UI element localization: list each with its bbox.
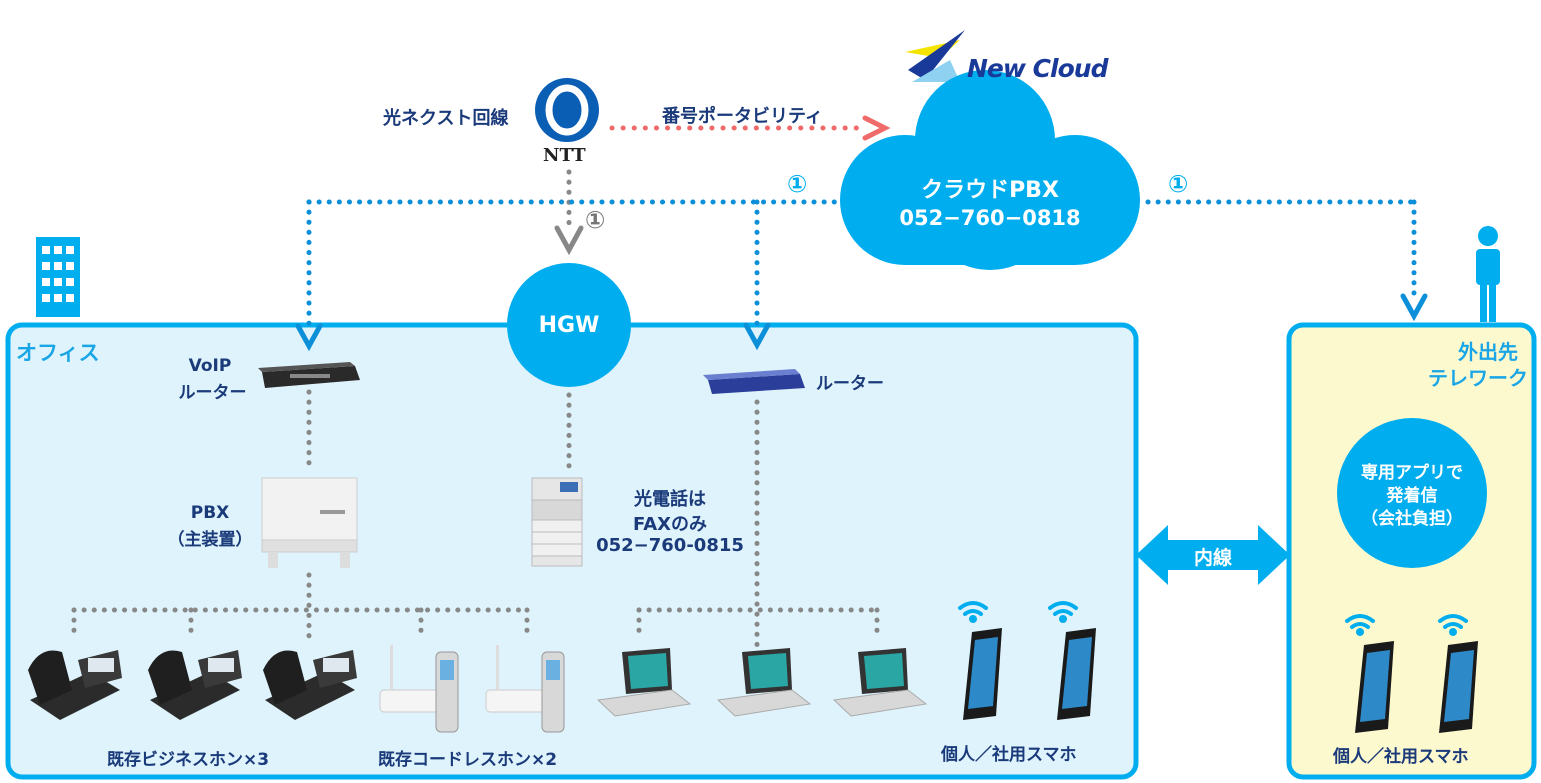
ntt-logo-text: NTT	[543, 145, 586, 166]
router-icon	[703, 369, 805, 394]
voip-router-label-1: VoIP	[188, 356, 232, 376]
app-label-2: 発着信	[1386, 486, 1438, 506]
app-label-3: （会社負担）	[1361, 509, 1463, 529]
smartphone-icon	[1355, 641, 1394, 733]
wifi-icon	[958, 601, 988, 623]
person-icon	[1476, 226, 1500, 322]
brand-name: New Cloud	[967, 54, 1108, 83]
building-icon	[36, 237, 80, 317]
hgw-label: HGW	[538, 313, 600, 338]
office-smartphones-label: 個人／社用スマホ	[941, 745, 1077, 765]
router-label: ルーター	[816, 374, 884, 394]
new-cloud-logo-icon	[905, 30, 965, 82]
business-phones-label: 既存ビジネスホン×3	[107, 750, 270, 770]
portability-label: 番号ポータビリティ	[662, 106, 823, 127]
voip-router-label-2: ルーター	[178, 383, 247, 403]
laptop-icon	[596, 648, 692, 717]
pbx-label-1: PBX	[190, 503, 230, 523]
cloud-pbx-icon	[840, 70, 1140, 270]
office-title: オフィス	[16, 341, 100, 365]
fax-label-1: 光電話は	[634, 489, 706, 510]
laptop-icon	[832, 648, 928, 717]
wifi-icon	[1048, 601, 1078, 623]
fax-label-2: FAXのみ	[632, 514, 708, 535]
pbx-unit-icon	[261, 477, 358, 568]
smartphone-icon	[963, 628, 1002, 720]
ntt-line-label: 光ネクスト回線	[383, 108, 509, 129]
extension-arrow-icon	[1136, 525, 1290, 585]
cordless-phone-icon	[485, 645, 565, 733]
business-phone-icon	[28, 650, 122, 720]
app-label-1: 専用アプリで	[1361, 463, 1463, 483]
fax-machine-icon	[531, 477, 583, 567]
ntt-logo-icon	[535, 78, 599, 142]
marker-ntt: ①	[585, 206, 606, 234]
business-phone-icon	[263, 650, 357, 720]
cloud-number: 052−760−0818	[899, 206, 1081, 230]
smartphone-icon	[1057, 628, 1096, 720]
business-phone-icon	[148, 650, 242, 720]
extension-label: 内線	[1193, 547, 1232, 569]
wifi-icon	[1438, 614, 1468, 636]
wifi-icon	[1345, 614, 1375, 636]
marker-office: ①	[787, 170, 808, 198]
pbx-label-2: （主装置）	[167, 530, 253, 550]
fax-label-3: 052−760-0815	[596, 535, 744, 556]
smartphone-icon	[1439, 641, 1478, 733]
cloud-title: クラウドPBX	[921, 178, 1059, 203]
hgw-node	[507, 263, 631, 387]
cordless-phones-label: 既存コードレスホン×2	[378, 750, 558, 770]
connection-lines	[71, 115, 1428, 648]
remote-smartphones-label: 個人／社用スマホ	[1333, 747, 1469, 767]
remote-title-1: 外出先	[1458, 340, 1518, 364]
marker-remote: ①	[1168, 170, 1189, 198]
laptop-icon	[716, 648, 812, 717]
remote-title-2: テレワーク	[1428, 366, 1528, 390]
cordless-phone-icon	[379, 645, 459, 733]
voip-router-icon	[258, 362, 360, 388]
app-circle	[1337, 418, 1487, 568]
